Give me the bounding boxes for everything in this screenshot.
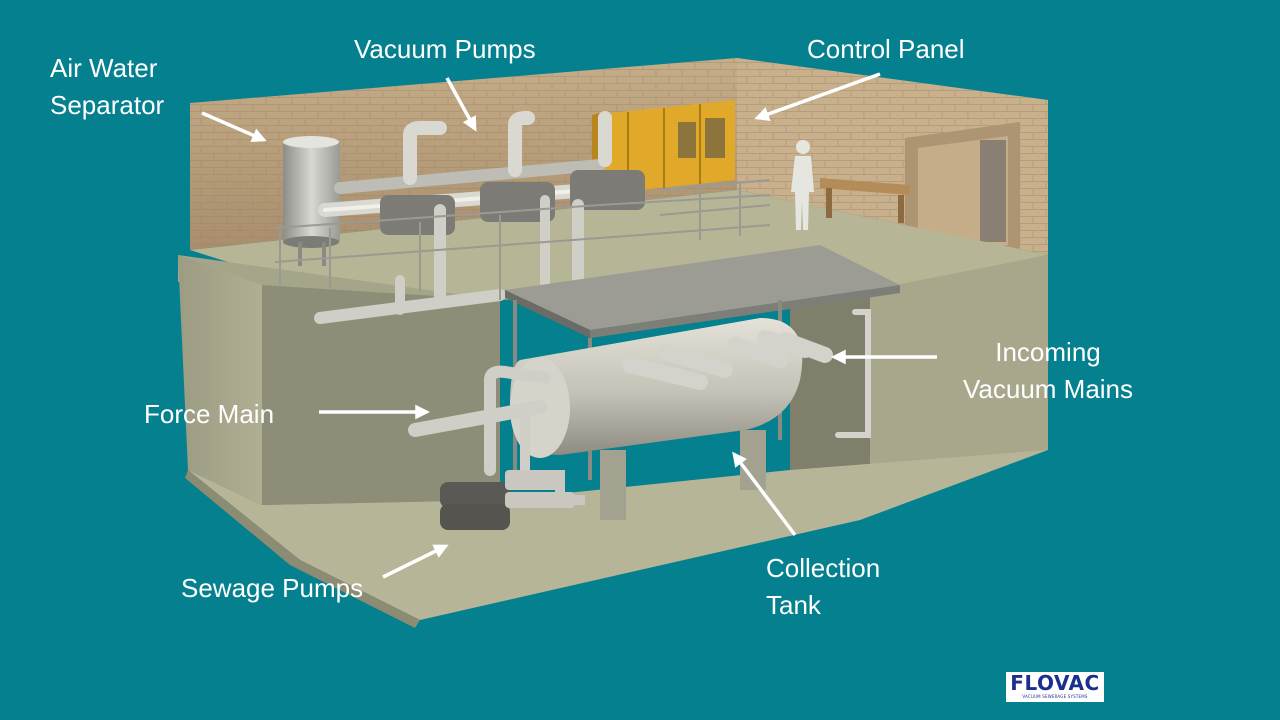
worker-figure-icon: [791, 140, 814, 230]
incoming-vacuum-mains-pipes: [622, 309, 871, 438]
handrails: [274, 179, 771, 300]
arrow-icon: [445, 77, 477, 132]
label-line: Vacuum Pumps: [354, 34, 536, 64]
concrete-wall-right: [870, 255, 1048, 475]
label-line: Vacuum Mains: [962, 374, 1134, 404]
label-line: Tank: [766, 590, 821, 620]
arrow-icon: [732, 451, 797, 537]
label-collection-tank: Collection Tank: [766, 550, 880, 624]
label-line: Incoming: [995, 337, 1101, 367]
label-air-water-separator: Air Water Separator: [50, 50, 164, 124]
label-incoming-vacuum-mains: Incoming Vacuum Mains: [948, 334, 1148, 408]
workbench: [820, 178, 910, 223]
pit-back-wall: [262, 285, 500, 505]
label-line: Sewage Pumps: [181, 573, 364, 603]
label-line: Control Panel: [807, 34, 965, 64]
door: [980, 140, 1006, 242]
concrete-wall-right-inner: [790, 290, 870, 475]
label-control-panel: Control Panel: [807, 31, 965, 68]
label-line: Collection: [766, 553, 881, 583]
pit-floor: [188, 450, 1048, 620]
label-line: Separator: [50, 90, 165, 120]
callout-arrows: [201, 72, 937, 579]
arrow-icon: [201, 111, 267, 143]
label-line: Force Main: [144, 399, 275, 429]
arrow-icon: [382, 544, 449, 579]
sewage-pumps: [440, 470, 585, 530]
label-sewage-pumps: Sewage Pumps: [181, 570, 363, 607]
label-vacuum-pumps: Vacuum Pumps: [354, 31, 536, 68]
label-line: Air Water: [50, 53, 158, 83]
label-force-main: Force Main: [144, 396, 274, 433]
arrow-icon: [754, 72, 881, 121]
logo-name: FLOVAC: [1010, 672, 1100, 695]
force-main-pipe: [408, 365, 551, 476]
concrete-wall-left: [178, 255, 262, 505]
logo-tagline: VACUUM SEWERAGE SYSTEMS: [1022, 694, 1088, 699]
platform: [505, 245, 900, 480]
vacuum-pumps: [314, 111, 645, 324]
flovac-logo: FLOVAC VACUUM SEWERAGE SYSTEMS: [1006, 672, 1104, 702]
